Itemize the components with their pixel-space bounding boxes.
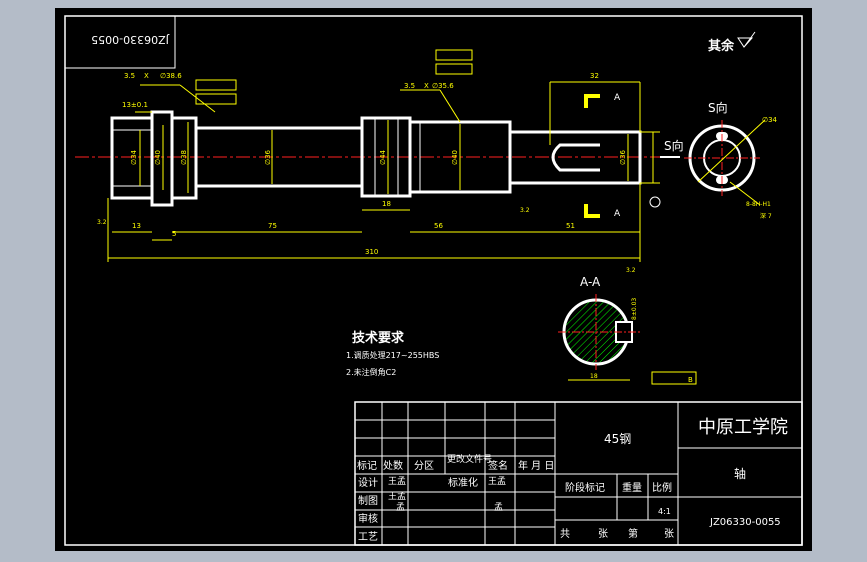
dim-aa-8: 8±0.03 bbox=[631, 298, 638, 320]
dim-phi36: ∅36 bbox=[264, 149, 272, 165]
tb-date: 年 月 日 bbox=[518, 459, 554, 472]
material: 45钢 bbox=[604, 432, 631, 446]
shaft-section-5 bbox=[408, 120, 512, 194]
roughness-marks: 3.2 3.2 3.2 bbox=[97, 207, 636, 274]
tb-zone: 分区 bbox=[414, 460, 434, 472]
shaft-collar bbox=[150, 110, 174, 207]
finish-symbol-icon bbox=[737, 31, 756, 48]
tb-sheet-word: 张 bbox=[664, 528, 674, 540]
dim-aa-18: 18 bbox=[590, 373, 598, 380]
tb-marker: 标记 bbox=[357, 460, 377, 472]
tb-name5: 孟 bbox=[494, 502, 503, 513]
dimension-labels: 3.5 X ∅38.6 13±0.1 3.5 X ∅35.6 32 75 56 … bbox=[122, 72, 627, 256]
dim-phi40: ∅40 bbox=[154, 150, 162, 165]
dim-75: 75 bbox=[268, 222, 277, 230]
tech-req-line1: 1.调质处理217~255HBS bbox=[346, 350, 439, 360]
dimension-lines bbox=[107, 81, 660, 262]
tolerance-frames bbox=[195, 49, 697, 385]
tb-count: 处数 bbox=[383, 459, 403, 472]
section-a-top: A bbox=[614, 93, 621, 103]
part-name: 轴 bbox=[734, 466, 746, 481]
school-name: 中原工学院 bbox=[698, 417, 788, 438]
title-block-grid bbox=[354, 401, 803, 546]
tb-scale-val: 4:1 bbox=[658, 507, 671, 516]
dim-56: 56 bbox=[434, 222, 443, 230]
shaft-chamfers bbox=[112, 118, 421, 196]
drawing-number-rotated: JZ06330-0055 bbox=[91, 33, 170, 46]
finish-other-label: 其余 bbox=[708, 38, 735, 54]
tb-sign: 签名 bbox=[488, 459, 508, 472]
section-a-bottom: A bbox=[614, 209, 621, 219]
drawing-number: JZ06330-0055 bbox=[709, 517, 781, 528]
dim-3-5: 3.5 bbox=[124, 72, 135, 80]
shaft-section-4 bbox=[360, 116, 412, 198]
tb-name2: 王孟 bbox=[388, 491, 406, 502]
shaft-section-2 bbox=[170, 116, 198, 200]
section-marks: A A bbox=[584, 93, 621, 219]
tb-name3: 孟 bbox=[396, 502, 405, 513]
shaft-slot bbox=[551, 143, 600, 172]
dim-phi40b: ∅40 bbox=[451, 150, 459, 165]
title-block-text: 45钢 中原工学院 轴 JZ06330-0055 标记 处数 分区 更改文件号 … bbox=[357, 417, 788, 543]
dim-51: 51 bbox=[566, 222, 575, 230]
view-s-label: S向 bbox=[708, 100, 728, 115]
tb-check: 审核 bbox=[358, 512, 378, 525]
svg-text:3.2: 3.2 bbox=[626, 267, 636, 274]
dim-phi38: ∅38.6 bbox=[160, 72, 182, 80]
tb-sheet-no: 第 bbox=[628, 527, 638, 540]
dim-x2: X bbox=[424, 82, 429, 90]
svg-text:3.2: 3.2 bbox=[97, 219, 107, 226]
dim-5: 5 bbox=[172, 230, 176, 238]
dim-310: 310 bbox=[365, 248, 378, 256]
dim-phi36b: ∅36 bbox=[619, 149, 627, 165]
tb-scale: 比例 bbox=[652, 481, 672, 494]
dim-depth: 深 7 bbox=[760, 212, 772, 220]
dim-phi35: ∅35.6 bbox=[432, 82, 454, 90]
tb-sheets-word: 张 bbox=[598, 528, 608, 540]
dim-13b: 13 bbox=[132, 222, 141, 230]
svg-text:3.2: 3.2 bbox=[520, 207, 530, 214]
dim-3-5b: 3.5 bbox=[404, 82, 415, 90]
number-box bbox=[65, 16, 176, 69]
dim-x: X bbox=[144, 72, 149, 80]
tb-drafting: 制图 bbox=[358, 494, 378, 507]
dim-phi34: ∅34 bbox=[130, 149, 138, 165]
tech-req-line2: 2.未注倒角C2 bbox=[346, 367, 396, 377]
tb-sheets-total: 共 bbox=[560, 528, 570, 540]
drawing-sheet bbox=[55, 8, 812, 551]
tb-stage-mark: 阶段标记 bbox=[565, 481, 605, 494]
datum-b: B bbox=[688, 376, 693, 384]
tb-design: 设计 bbox=[358, 476, 378, 489]
tb-name4: 王孟 bbox=[488, 476, 506, 487]
tb-weight: 重量 bbox=[622, 481, 642, 494]
tb-standardize: 标准化 bbox=[448, 476, 478, 489]
dim-18: 18 bbox=[382, 200, 391, 208]
tb-name1: 王孟 bbox=[388, 476, 406, 487]
dim-8-holes: 8-8H-H1 bbox=[746, 201, 771, 208]
tb-process: 工艺 bbox=[358, 531, 378, 543]
dim-phi44: ∅44 bbox=[379, 149, 387, 165]
dim-32: 32 bbox=[590, 72, 599, 80]
tech-req-title: 技术要求 bbox=[352, 330, 405, 346]
dim-phi38v: ∅38 bbox=[180, 150, 188, 165]
dim-s-phi34: ∅34 bbox=[762, 116, 778, 124]
view-s-side-label: S向 bbox=[664, 138, 684, 153]
datum-circle-icon bbox=[649, 196, 661, 208]
view-aa-label: A-A bbox=[580, 275, 601, 289]
tb-change-doc: 更改文件号 bbox=[447, 453, 492, 465]
dim-13: 13±0.1 bbox=[122, 101, 148, 109]
